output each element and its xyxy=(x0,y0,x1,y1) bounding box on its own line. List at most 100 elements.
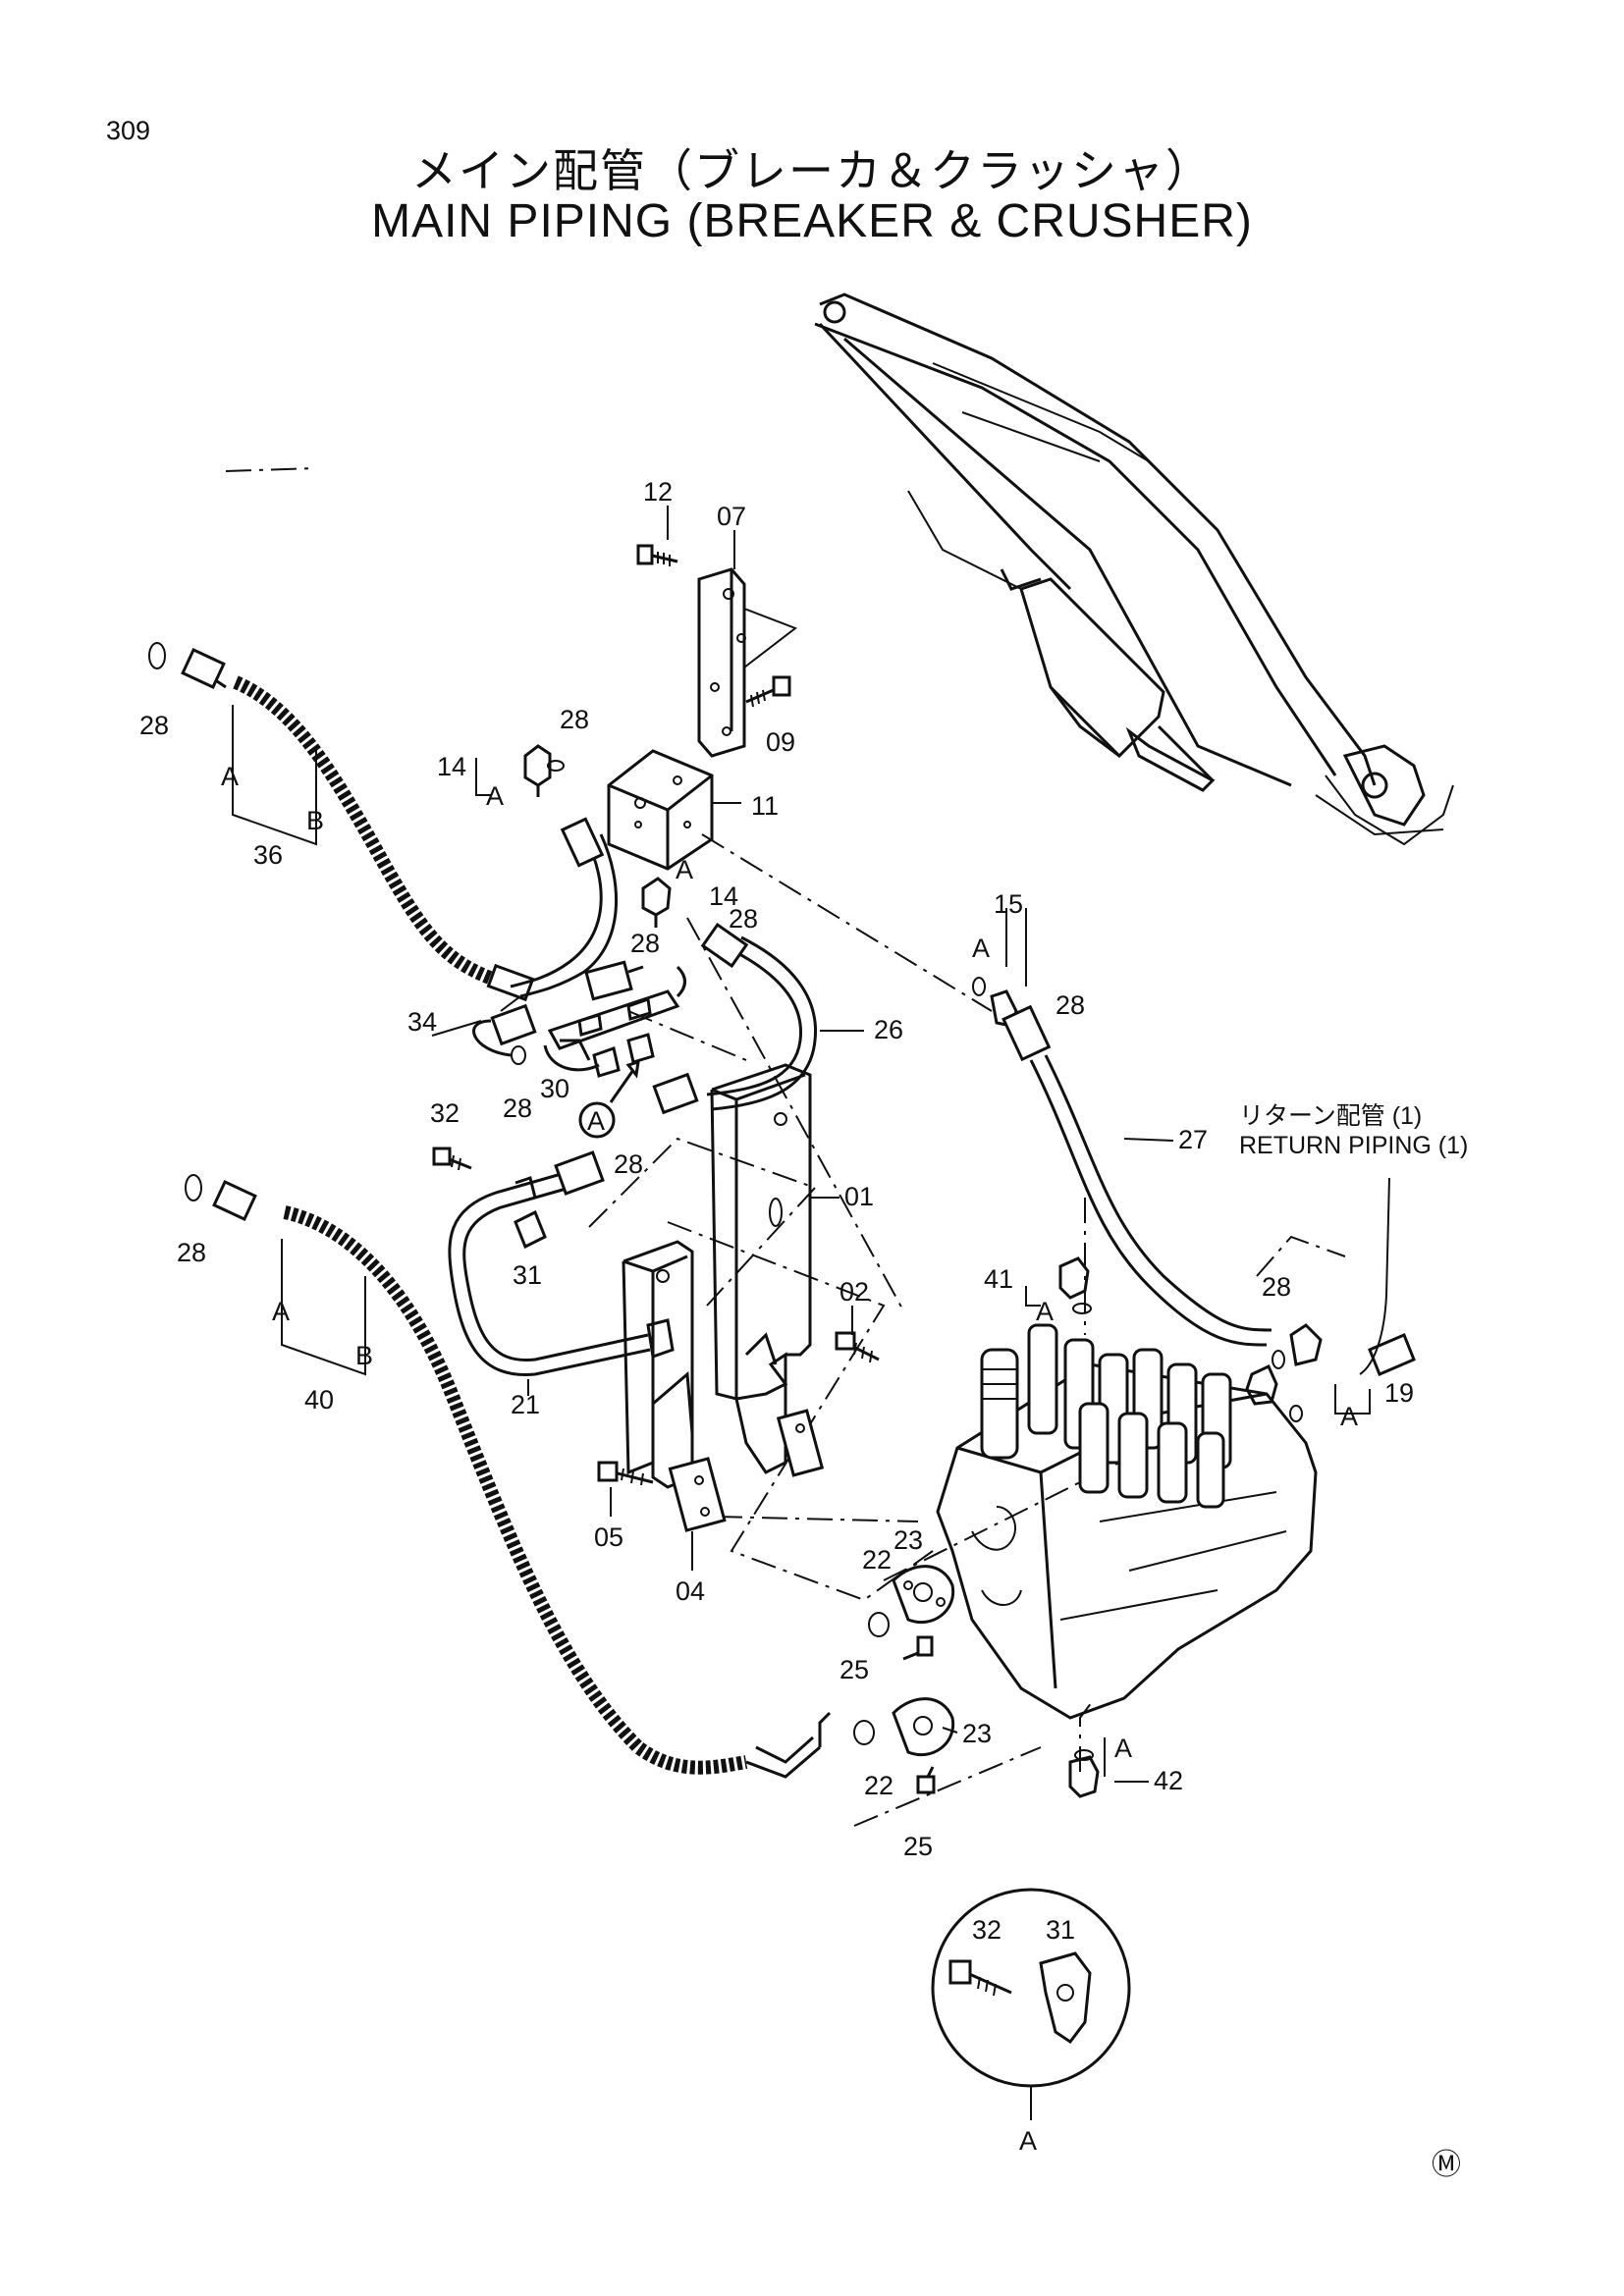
return-piping-japanese: リターン配管 (1) xyxy=(1239,1102,1423,1130)
callout-28-mid: 28 xyxy=(729,904,758,934)
bolt-05 xyxy=(597,1461,654,1486)
callout-32-detail: 32 xyxy=(972,1915,1001,1945)
return-piping-note: リターン配管 (1) RETURN PIPING (1) xyxy=(1239,1101,1468,1160)
letter-b-36: B xyxy=(306,806,324,835)
bolt-25-lower xyxy=(916,1766,936,1794)
bolt-12 xyxy=(636,544,678,566)
callout-21: 21 xyxy=(511,1390,540,1419)
bracket-04 xyxy=(622,1240,727,1532)
callout-11: 11 xyxy=(751,791,779,821)
letter-a-41: A xyxy=(1036,1297,1054,1326)
callout-02: 02 xyxy=(839,1277,869,1307)
callout-07: 07 xyxy=(717,502,746,531)
hose-40 xyxy=(185,1174,832,1779)
fitting-28-right xyxy=(1272,1323,1323,1369)
callout-12: 12 xyxy=(643,477,673,507)
letter-a-detail: A xyxy=(1019,2126,1037,2156)
callout-42: 42 xyxy=(1154,1766,1183,1795)
valve-spools xyxy=(980,1323,1232,1509)
circled-a: A xyxy=(578,1059,640,1139)
leader-34 xyxy=(431,1020,482,1037)
detail-view xyxy=(931,1888,1131,2120)
flange-23-upper xyxy=(868,1565,955,1637)
callout-28-14: 28 xyxy=(560,705,589,734)
callout-28-34: 28 xyxy=(503,1094,532,1123)
circled-a-letter: A xyxy=(587,1106,605,1136)
callout-32: 32 xyxy=(430,1098,460,1128)
letter-a-42: A xyxy=(1114,1734,1132,1763)
control-valve xyxy=(936,1323,1318,1720)
callout-26: 26 xyxy=(874,1015,903,1044)
callout-28-top-left: 28 xyxy=(139,711,169,740)
callout-22-bottom: 22 xyxy=(864,1771,893,1800)
leader-lines xyxy=(225,467,1346,1827)
bracket-19 xyxy=(1334,1384,1371,1415)
callout-28-bottom-left: 28 xyxy=(177,1238,206,1267)
callout-19: 19 xyxy=(1384,1378,1414,1408)
callout-31-detail: 31 xyxy=(1046,1915,1075,1945)
hose-27 xyxy=(1001,1004,1272,1347)
callout-27: 27 xyxy=(1178,1125,1208,1154)
callout-25-bottom: 25 xyxy=(903,1832,933,1861)
callout-34: 34 xyxy=(407,1007,437,1037)
bolt-25-upper xyxy=(902,1635,934,1661)
bolt-02 xyxy=(835,1331,880,1363)
callout-22-top: 22 xyxy=(862,1545,892,1575)
bolt-09 xyxy=(745,675,791,708)
hose-36 xyxy=(148,642,618,1002)
page-number: 309 xyxy=(106,116,151,145)
hose-26 xyxy=(652,922,818,1115)
clamp-31 xyxy=(514,1176,547,1250)
callout-01: 01 xyxy=(844,1182,874,1211)
leader-23b xyxy=(942,1727,958,1734)
letter-a-15: A xyxy=(972,934,990,963)
leader-27 xyxy=(1123,1138,1174,1142)
callout-23-bottom: 23 xyxy=(962,1719,992,1748)
bracket-01 xyxy=(710,1063,825,1477)
callout-28-right: 28 xyxy=(1262,1272,1291,1302)
callout-15: 15 xyxy=(994,889,1023,919)
boom-arm-breaker-sketch xyxy=(814,293,1454,846)
title-english: MAIN PIPING (BREAKER & CRUSHER) xyxy=(371,195,1253,247)
hose-34 xyxy=(472,960,644,1057)
hose-40-ab-bracket xyxy=(281,1239,366,1376)
callout-14-mid: 14 xyxy=(709,881,738,911)
letter-b-40: B xyxy=(355,1341,373,1370)
block-11 xyxy=(607,749,741,871)
letter-a-40: A xyxy=(272,1297,290,1326)
callout-05: 05 xyxy=(594,1522,623,1552)
callout-36: 36 xyxy=(253,840,283,870)
m-mark: Ⓜ xyxy=(1432,2149,1461,2181)
return-leader xyxy=(1359,1177,1416,1376)
elbow-30 xyxy=(511,1039,600,1072)
return-piping-english: RETURN PIPING (1) xyxy=(1239,1132,1469,1159)
title-japanese: メイン配管（ブレーカ＆クラッシャ） xyxy=(411,144,1213,197)
callout-28-lower: 28 xyxy=(614,1149,643,1179)
callout-30: 30 xyxy=(540,1074,569,1103)
callout-28-15: 28 xyxy=(1056,990,1085,1020)
flange-23-lower xyxy=(853,1697,955,1757)
fitting-42 xyxy=(1068,1749,1100,1798)
bracket-14 xyxy=(475,758,491,796)
fitting-41 xyxy=(1058,1256,1092,1314)
tee-block xyxy=(547,965,686,1078)
bracket-07 xyxy=(697,567,798,758)
fitting-14-upper xyxy=(523,744,565,797)
callout-31: 31 xyxy=(513,1260,542,1290)
letter-a-36: A xyxy=(221,762,239,791)
letter-a-19: A xyxy=(1340,1402,1358,1431)
bolt-32 xyxy=(432,1147,472,1171)
callout-40: 40 xyxy=(304,1385,334,1415)
pipe-21 xyxy=(448,1150,675,1376)
callout-09: 09 xyxy=(766,727,795,757)
callout-28-hose: 28 xyxy=(630,929,660,958)
callout-14-top: 14 xyxy=(437,752,466,781)
callout-41: 41 xyxy=(984,1264,1013,1294)
callout-25-top: 25 xyxy=(839,1655,869,1684)
fitting-19 xyxy=(1245,1363,1303,1422)
bracket-41 xyxy=(1025,1286,1041,1307)
callout-04: 04 xyxy=(676,1576,705,1606)
letter-a-11: A xyxy=(676,855,693,884)
hose-36-ab-bracket xyxy=(232,705,317,846)
